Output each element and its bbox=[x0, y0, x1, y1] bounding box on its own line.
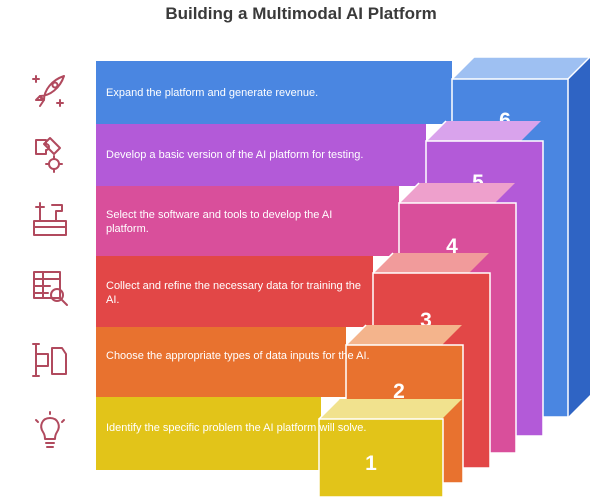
band-5 bbox=[96, 124, 426, 186]
step-4-text: Select the software and tools to develop… bbox=[106, 209, 333, 235]
toolbox-icon bbox=[33, 202, 67, 236]
step-5-top bbox=[426, 121, 541, 141]
step-3-top bbox=[373, 253, 489, 273]
step-1-text: Identify the specific problem the AI pla… bbox=[106, 422, 367, 434]
step-5-text: Develop a basic version of the AI platfo… bbox=[106, 149, 364, 161]
band-1 bbox=[96, 397, 321, 470]
step-4-number: 4 bbox=[446, 235, 458, 258]
step-1: 1 bbox=[96, 397, 462, 498]
diagram-title: Building a Multimodal AI Platform bbox=[165, 4, 437, 23]
step-3-number: 3 bbox=[420, 309, 432, 332]
input-shapes-icon bbox=[32, 343, 67, 377]
step-1-front bbox=[318, 418, 444, 498]
step-1-number: 1 bbox=[365, 452, 377, 475]
band-4 bbox=[96, 186, 399, 256]
step-2-top bbox=[346, 325, 462, 345]
step-6-text: Expand the platform and generate revenue… bbox=[106, 87, 319, 99]
lightbulb-icon bbox=[35, 411, 65, 448]
band-3 bbox=[96, 256, 373, 327]
step-2-number: 2 bbox=[393, 380, 405, 403]
step-1-top bbox=[319, 399, 462, 419]
band-2 bbox=[96, 327, 346, 397]
rocket-icon bbox=[32, 75, 65, 107]
step-6-top bbox=[452, 57, 590, 79]
step-3-text: Collect and refine the necessary data fo… bbox=[106, 280, 361, 306]
step-6-number: 6 bbox=[499, 109, 511, 132]
step-4-top bbox=[399, 183, 515, 203]
band-6 bbox=[96, 61, 452, 124]
step-2-text: Choose the appropriate types of data inp… bbox=[106, 350, 370, 362]
puzzle-gear-icon bbox=[35, 137, 63, 173]
step-6-side bbox=[568, 57, 590, 417]
table-search-icon bbox=[33, 271, 68, 306]
